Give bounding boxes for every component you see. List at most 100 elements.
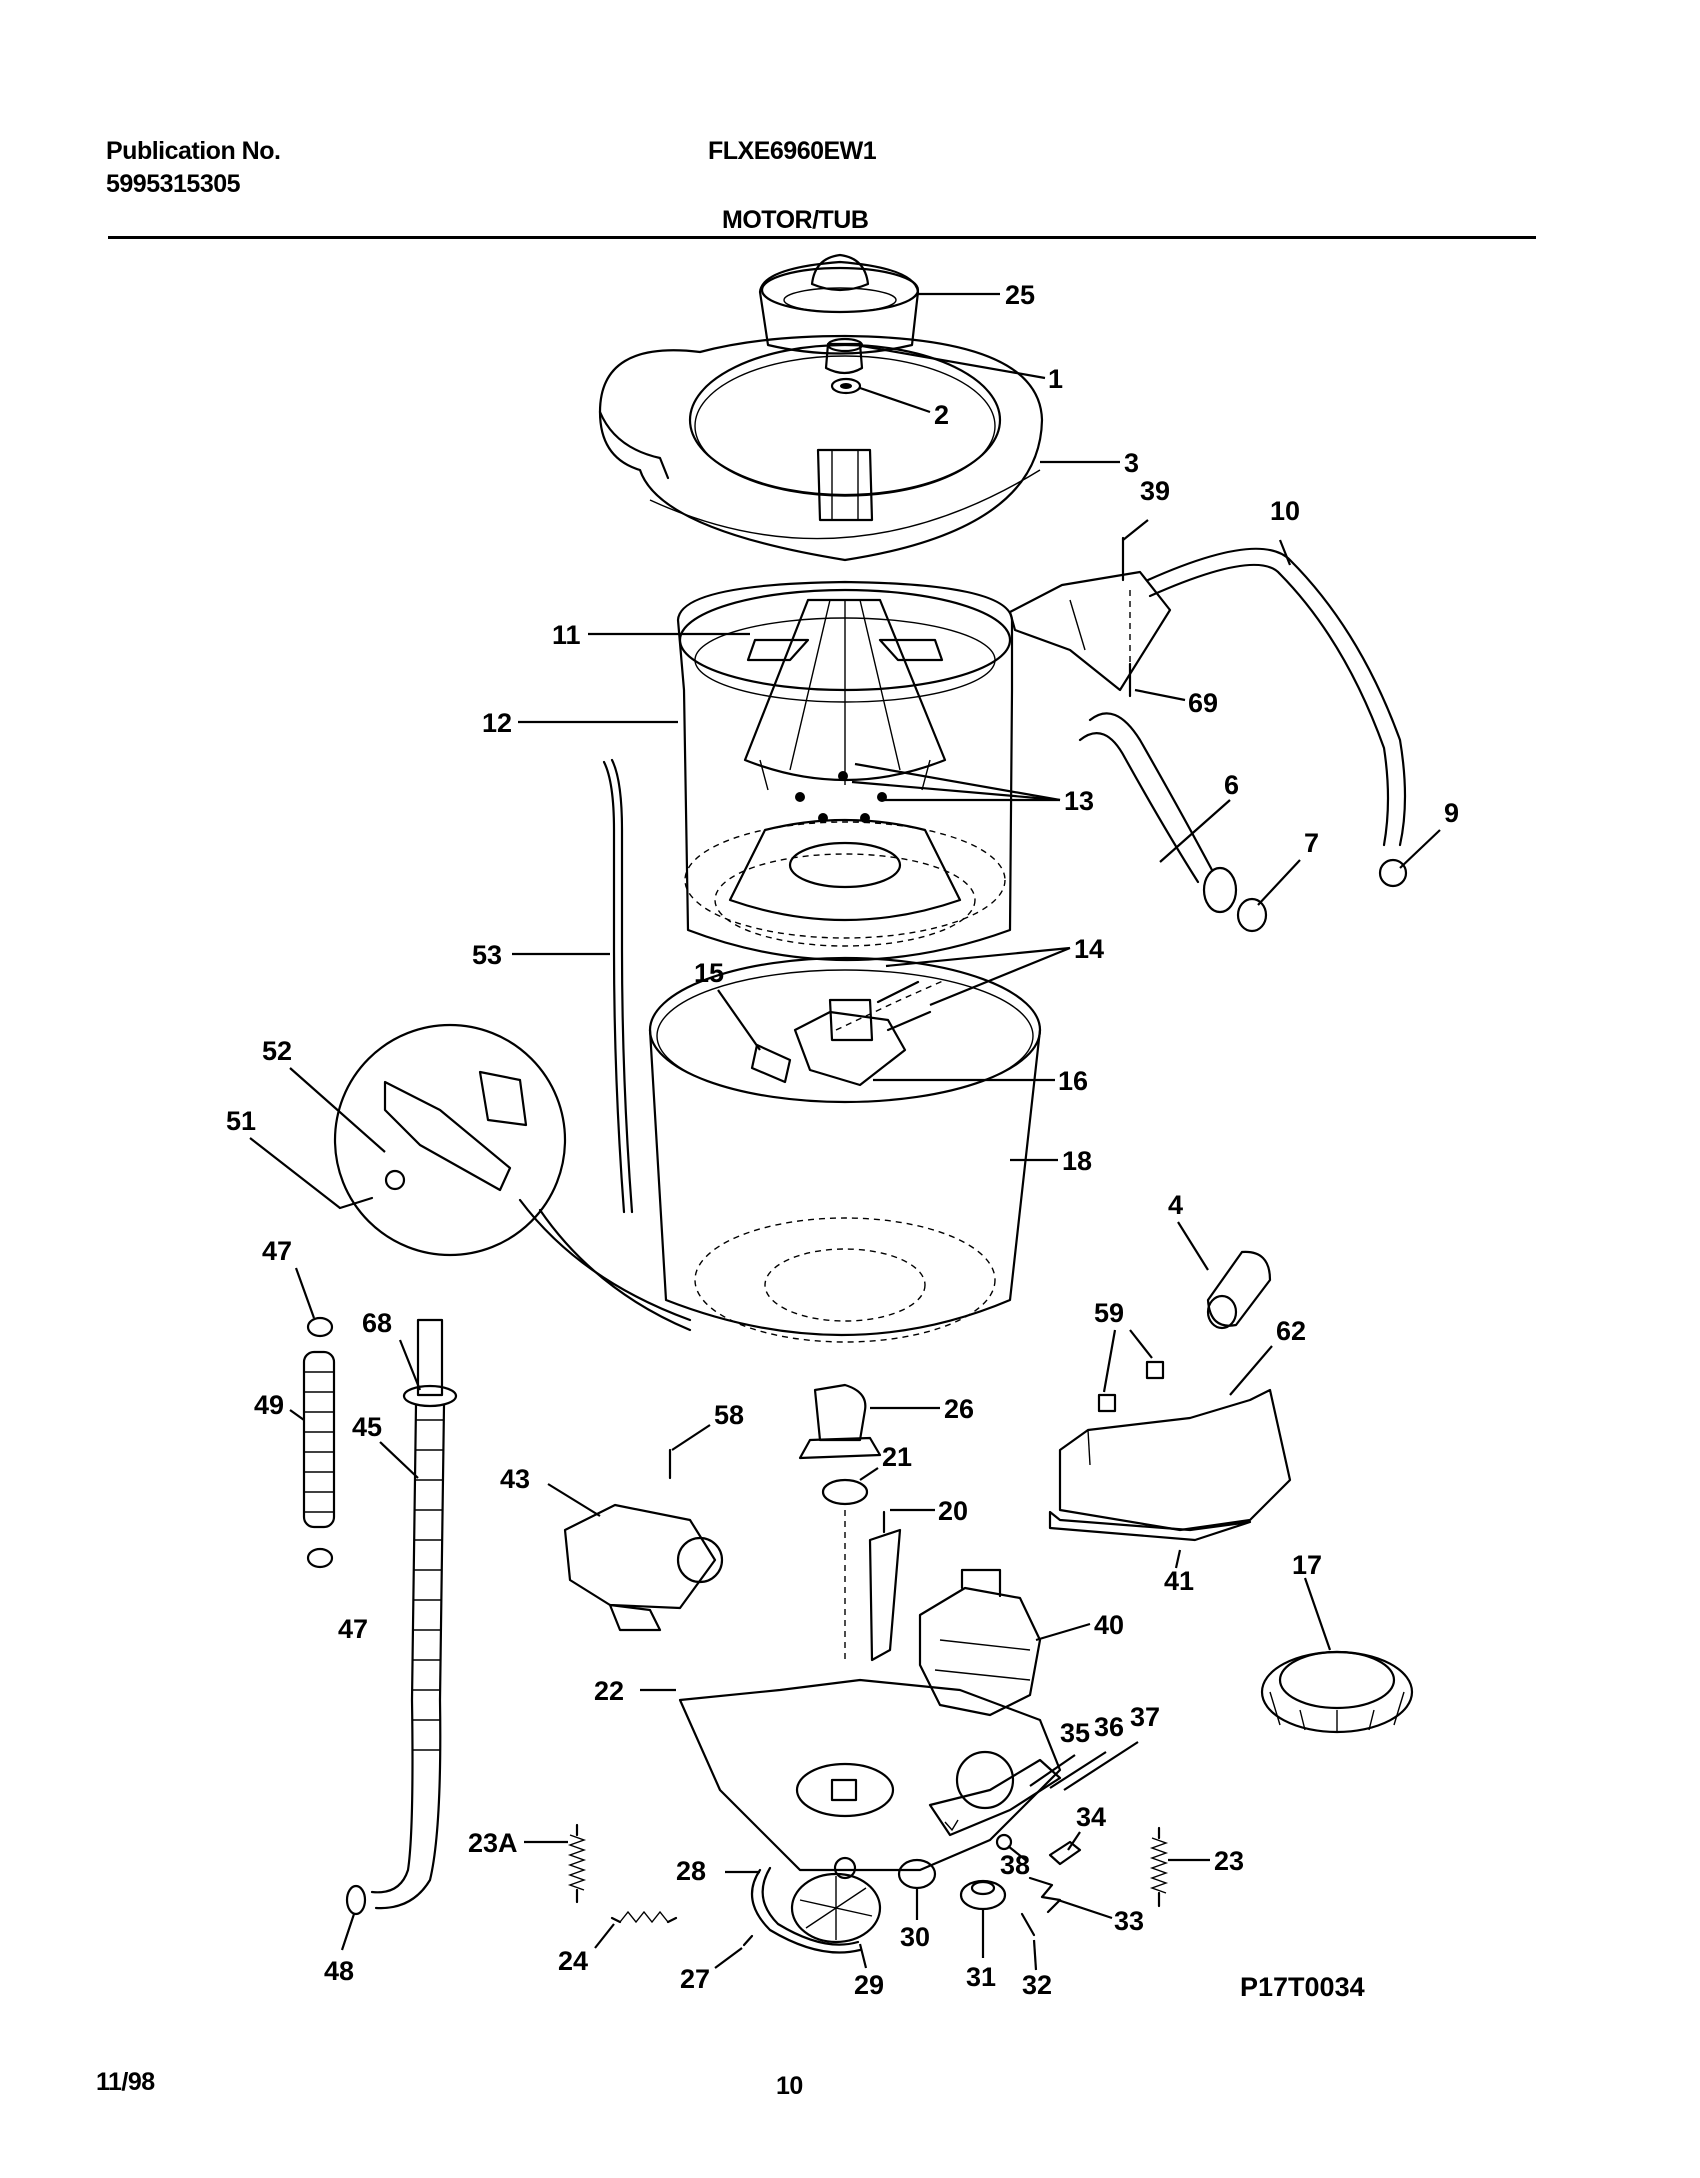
bracket-part: [750, 1043, 792, 1084]
hose-bracket-part: [1008, 570, 1172, 692]
pump-part: [563, 1503, 724, 1632]
callout-10: 10: [1270, 496, 1300, 526]
bolt-part-2: [886, 1010, 932, 1032]
callout-53: 53: [472, 940, 502, 970]
rod-part-edge: [610, 758, 634, 1214]
callout-33: 33: [1114, 1906, 1144, 1936]
callout-27: 27: [680, 1964, 710, 1994]
publication-number: 5995315305: [106, 170, 241, 198]
drain-hose-45-part: [370, 1318, 446, 1910]
pin-part: [1020, 1912, 1036, 1937]
drain-hose-part: [1146, 547, 1407, 847]
callout-15: 15: [694, 958, 724, 988]
pump-hose-part-edge: [1078, 732, 1200, 884]
diagram-code: P17T0034: [1240, 1972, 1365, 2002]
washer-part: [830, 377, 862, 395]
bearing-housing-part: [793, 979, 946, 1087]
callout-68: 68: [362, 1308, 392, 1338]
callout-32: 32: [1022, 1970, 1052, 2000]
motor-cover-part: [1048, 1388, 1292, 1542]
callout-49: 49: [254, 1390, 284, 1420]
callout-23a: 23A: [468, 1828, 518, 1858]
callout-62: 62: [1276, 1316, 1306, 1346]
callout-30: 30: [900, 1922, 930, 1952]
motor-part: [918, 1568, 1042, 1717]
leader-lines: [249, 292, 1441, 1971]
callout-3: 3: [1124, 448, 1139, 478]
clamp-part: [1236, 897, 1268, 933]
washer-hole: [840, 383, 852, 389]
agitator-cap-part: [758, 253, 920, 355]
callout-13: 13: [1064, 786, 1094, 816]
callout-36: 36: [1094, 1712, 1124, 1742]
grommet-part: [402, 1384, 458, 1408]
callout-47-top: 47: [262, 1236, 292, 1266]
hose-49-part: [302, 1350, 336, 1529]
spring-23-part: [1149, 1826, 1169, 1908]
callout-6: 6: [1224, 770, 1239, 800]
callout-22: 22: [594, 1676, 624, 1706]
agitator-part: [743, 598, 947, 785]
callout-38: 38: [1000, 1850, 1030, 1880]
callout-41: 41: [1164, 1566, 1194, 1596]
gasket-part: [1260, 1650, 1414, 1734]
clamp-47-top-part: [306, 1316, 334, 1338]
outer-tub-part: [648, 956, 1042, 1343]
screw-27-part: [742, 1934, 754, 1947]
callout-4: 4: [1168, 1190, 1183, 1220]
callout-28: 28: [676, 1856, 706, 1886]
callout-11: 11: [552, 620, 581, 650]
callout-31: 31: [966, 1962, 996, 1992]
hose-end-part: [1202, 866, 1238, 914]
callout-39: 39: [1140, 476, 1170, 506]
footer-date: 11/98: [96, 2068, 155, 2096]
callout-18: 18: [1062, 1146, 1092, 1176]
spring-33-part: [1028, 1876, 1062, 1914]
callout-14: 14: [1074, 934, 1104, 964]
drain-hose-part-edge: [1148, 563, 1390, 847]
clip-part: [1097, 1393, 1117, 1413]
callout-23: 23: [1214, 1846, 1244, 1876]
wash-basket-part: [676, 580, 1014, 962]
hose-clamp-part: [1378, 858, 1408, 888]
callout-17: 17: [1292, 1550, 1322, 1580]
belt-part-edge: [761, 1866, 860, 1946]
callout-1: 1: [1048, 364, 1063, 394]
clamp-48-part: [345, 1884, 367, 1916]
spring-24-part: [610, 1910, 678, 1924]
rod-part: [602, 760, 626, 1214]
callout-40: 40: [1094, 1610, 1124, 1640]
callout-24: 24: [558, 1946, 588, 1976]
callout-34: 34: [1076, 1802, 1106, 1832]
callout-59: 59: [1094, 1298, 1124, 1328]
callout-labels: 25 1 2 3 39 10 69 11 12 13 6 7 9 53 14 1…: [226, 280, 1459, 2000]
clamp-47-bottom-part: [306, 1547, 334, 1569]
nut-38-part: [995, 1833, 1013, 1851]
drive-pulley-part: [959, 1879, 1007, 1911]
callout-48: 48: [324, 1956, 354, 1986]
callout-26: 26: [944, 1394, 974, 1424]
capacitor-part: [1206, 1250, 1272, 1330]
detail-inset: [333, 1023, 692, 1332]
clip-34-part: [1048, 1840, 1082, 1866]
callout-29: 29: [854, 1970, 884, 2000]
callout-9: 9: [1444, 798, 1459, 828]
tub-ring-part: [598, 334, 1044, 562]
callout-2: 2: [934, 400, 949, 430]
callout-16: 16: [1058, 1066, 1088, 1096]
pulley-30-part: [897, 1858, 937, 1890]
model-number: FLXE6960EW1: [708, 137, 877, 165]
callout-12: 12: [482, 708, 512, 738]
callout-20: 20: [938, 1496, 968, 1526]
linkage-part: [928, 1758, 1062, 1837]
clip-part-2: [1145, 1360, 1165, 1380]
callout-43: 43: [500, 1464, 530, 1494]
section-title: MOTOR/TUB: [722, 206, 869, 234]
callout-45: 45: [352, 1412, 382, 1442]
spring-23a-part: [567, 1823, 587, 1904]
callout-52: 52: [262, 1036, 292, 1066]
callout-47-bottom: 47: [338, 1614, 368, 1644]
callout-7: 7: [1304, 828, 1319, 858]
pump-hose-part: [1088, 712, 1214, 872]
